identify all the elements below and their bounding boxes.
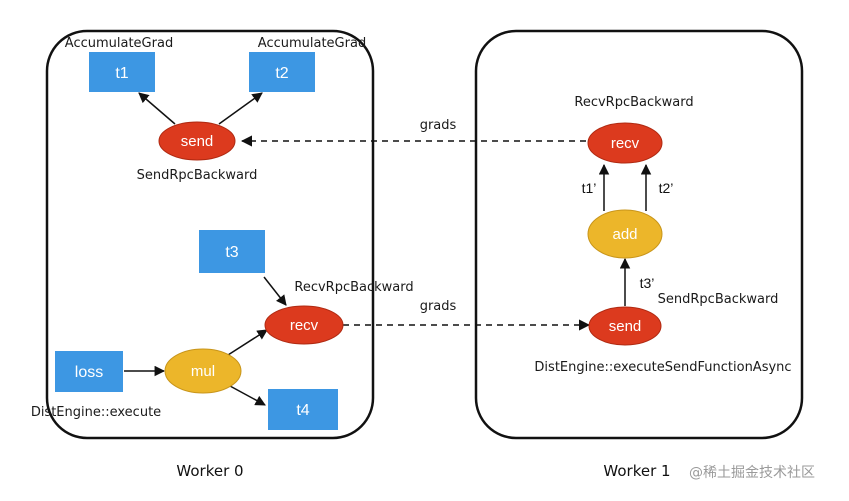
edge-label-grads-bottom: grads bbox=[420, 299, 457, 314]
worker0-caption: Worker 0 bbox=[176, 462, 243, 480]
edge-label-t1p: t1’ bbox=[582, 180, 597, 196]
edge-t3-recv0 bbox=[263, 276, 287, 306]
node-send0-label: send bbox=[181, 133, 214, 150]
note-send1: SendRpcBackward bbox=[658, 292, 779, 307]
edge-mul-recv0 bbox=[227, 329, 268, 356]
node-loss: loss bbox=[55, 351, 123, 392]
node-t3-label: t3 bbox=[225, 244, 238, 261]
note-loss: DistEngine::execute bbox=[31, 405, 161, 420]
edge-send0-t2 bbox=[218, 92, 263, 125]
edge-label-t3p: t3’ bbox=[640, 275, 655, 291]
node-send0: send bbox=[158, 121, 236, 161]
node-t3: t3 bbox=[199, 230, 265, 273]
edge-label-grads-top: grads bbox=[420, 118, 457, 133]
node-mul-label: mul bbox=[191, 363, 215, 380]
node-mul: mul bbox=[164, 348, 242, 394]
worker0-container bbox=[45, 29, 375, 440]
edge-mul-t4 bbox=[229, 385, 266, 406]
node-add: add bbox=[587, 209, 663, 259]
note-t1: AccumulateGrad bbox=[65, 36, 173, 51]
worker1-container bbox=[474, 29, 804, 440]
node-t1-label: t1 bbox=[115, 65, 128, 82]
node-send1: send bbox=[588, 306, 662, 346]
node-t2: t2 bbox=[249, 52, 315, 92]
node-recv0-label: recv bbox=[290, 317, 319, 334]
watermark: @稀土掘金技术社区 bbox=[689, 465, 815, 481]
worker1-caption: Worker 1 bbox=[603, 462, 670, 480]
node-send1-label: send bbox=[609, 318, 642, 335]
note-recv0: RecvRpcBackward bbox=[294, 280, 413, 295]
note-t2: AccumulateGrad bbox=[258, 36, 366, 51]
edge-label-t2p: t2’ bbox=[659, 180, 674, 196]
node-loss-label: loss bbox=[75, 364, 103, 381]
note-send0: SendRpcBackward bbox=[137, 168, 258, 183]
node-t4: t4 bbox=[268, 389, 338, 430]
node-t2-label: t2 bbox=[275, 65, 288, 82]
node-t1: t1 bbox=[89, 52, 155, 92]
node-recv0: recv bbox=[264, 305, 344, 345]
node-recv1: recv bbox=[587, 122, 663, 164]
note-send1-engine: DistEngine::executeSendFunctionAsync bbox=[534, 360, 791, 375]
edge-send0-t1 bbox=[138, 92, 176, 125]
note-recv1: RecvRpcBackward bbox=[574, 95, 693, 110]
node-t4-label: t4 bbox=[296, 402, 309, 419]
node-add-label: add bbox=[612, 226, 637, 243]
node-recv1-label: recv bbox=[611, 135, 640, 152]
